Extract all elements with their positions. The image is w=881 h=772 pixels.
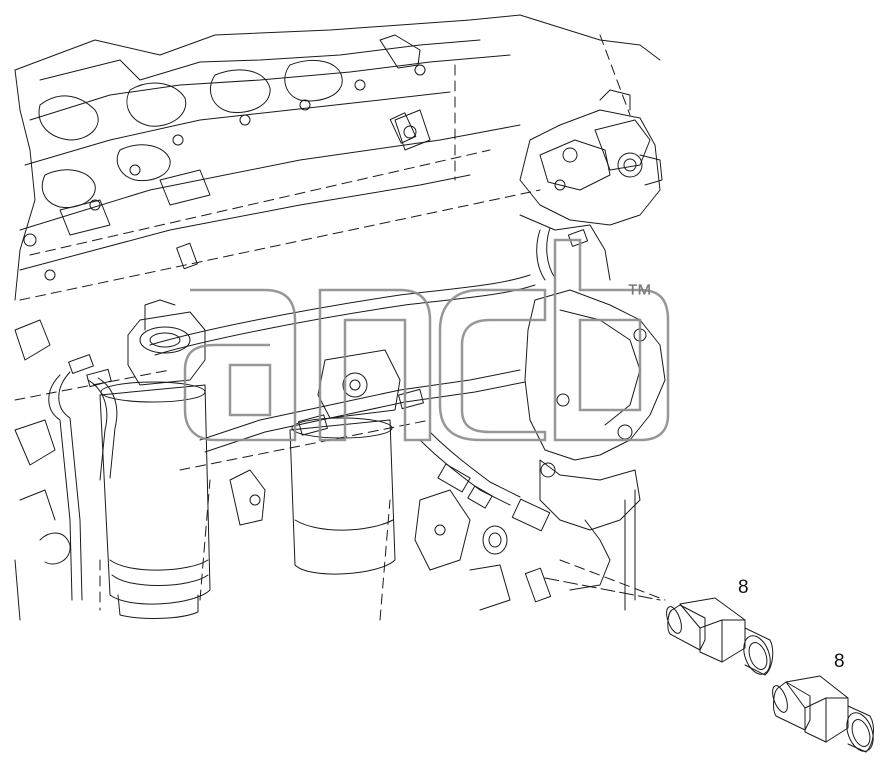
secondary-fuel-filter — [289, 349, 401, 575]
union-fitting-lower — [772, 675, 874, 753]
fuel-lines — [48, 227, 556, 601]
trademark-symbol: ™ — [626, 279, 654, 309]
filter-head-bracket — [524, 289, 666, 611]
primary-fuel-filter — [99, 299, 211, 619]
pipe-fittings — [68, 112, 589, 603]
intake-manifold — [14, 14, 661, 301]
part-callout-8: 8 — [834, 651, 845, 672]
part-callout-8: 8 — [738, 577, 749, 598]
watermark-logo — [183, 238, 670, 442]
engine-block-lower — [14, 319, 511, 621]
union-fitting-upper — [666, 597, 774, 676]
injection-pump-housing — [519, 89, 663, 281]
leader-line — [544, 577, 661, 601]
hidden-lines — [14, 34, 666, 621]
